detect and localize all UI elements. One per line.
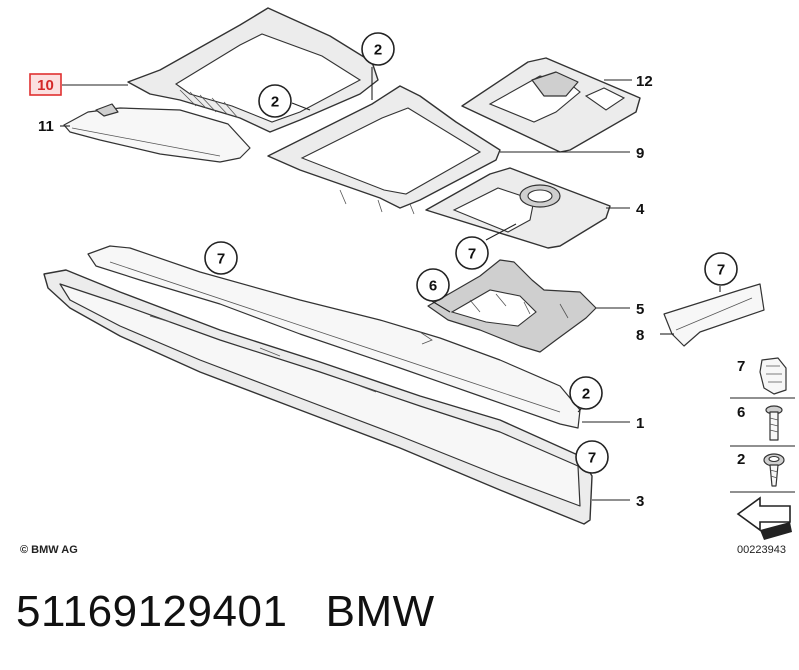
- callout-2-panel: 2: [258, 84, 292, 118]
- arrow-icon: [736, 496, 792, 540]
- part-10-panel: [127, 7, 379, 133]
- parts-diagram: 10 11 12 9 4 5 8 1 3 2 2 7 7 7 6 2 7: [20, 7, 797, 556]
- bolt-icon: [765, 405, 783, 441]
- callout-2-top: 2: [361, 32, 395, 66]
- callout-7-strip-text: 7: [217, 251, 225, 268]
- callout-6-text: 6: [429, 278, 437, 295]
- callout-7-lower: 7: [575, 440, 609, 474]
- legend-7: 7: [737, 358, 745, 375]
- callout-2-panel-text: 2: [271, 94, 279, 111]
- part-12-trim: [461, 57, 641, 153]
- part-caption: 51169129401 BMW: [16, 584, 435, 640]
- label-9: 9: [636, 145, 644, 162]
- legend-6: 6: [737, 404, 745, 421]
- callout-7-cap-text: 7: [717, 262, 725, 279]
- legend-2: 2: [737, 451, 745, 468]
- callout-7-lower-text: 7: [588, 450, 596, 467]
- label-10: 10: [37, 77, 54, 94]
- label-8: 8: [636, 327, 644, 344]
- callout-7-cap: 7: [704, 252, 738, 286]
- diagram-code: 00223943: [737, 544, 786, 556]
- part-number: 51169129401: [16, 587, 288, 636]
- copyright-text: © BMW AG: [20, 544, 78, 556]
- part-4-trim: [425, 167, 611, 249]
- callout-7-trim: 7: [455, 236, 489, 270]
- label-1: 1: [636, 415, 644, 432]
- screw-icon: [763, 453, 785, 487]
- clip-icon: [759, 357, 787, 395]
- part-5-bracket: [427, 259, 597, 353]
- part-9-frame: [267, 85, 501, 215]
- label-12: 12: [636, 73, 653, 90]
- label-11: 11: [38, 118, 54, 135]
- label-10-highlight: 10: [29, 73, 62, 96]
- callout-7-strip: 7: [204, 241, 238, 275]
- part-11-cover: [63, 103, 251, 163]
- label-5: 5: [636, 301, 644, 318]
- part-8-cap: [663, 283, 765, 347]
- label-3: 3: [636, 493, 644, 510]
- label-4: 4: [636, 201, 645, 218]
- callout-2-strip: 2: [569, 376, 603, 410]
- brand-name: BMW: [325, 587, 435, 636]
- fastener-legend: 7 6 2 00223943: [729, 351, 797, 556]
- callout-6: 6: [416, 268, 450, 302]
- part-3-strip: [43, 269, 593, 525]
- callout-2-strip-text: 2: [582, 386, 590, 403]
- callout-7-trim-text: 7: [468, 246, 476, 263]
- callout-2-top-text: 2: [374, 42, 382, 59]
